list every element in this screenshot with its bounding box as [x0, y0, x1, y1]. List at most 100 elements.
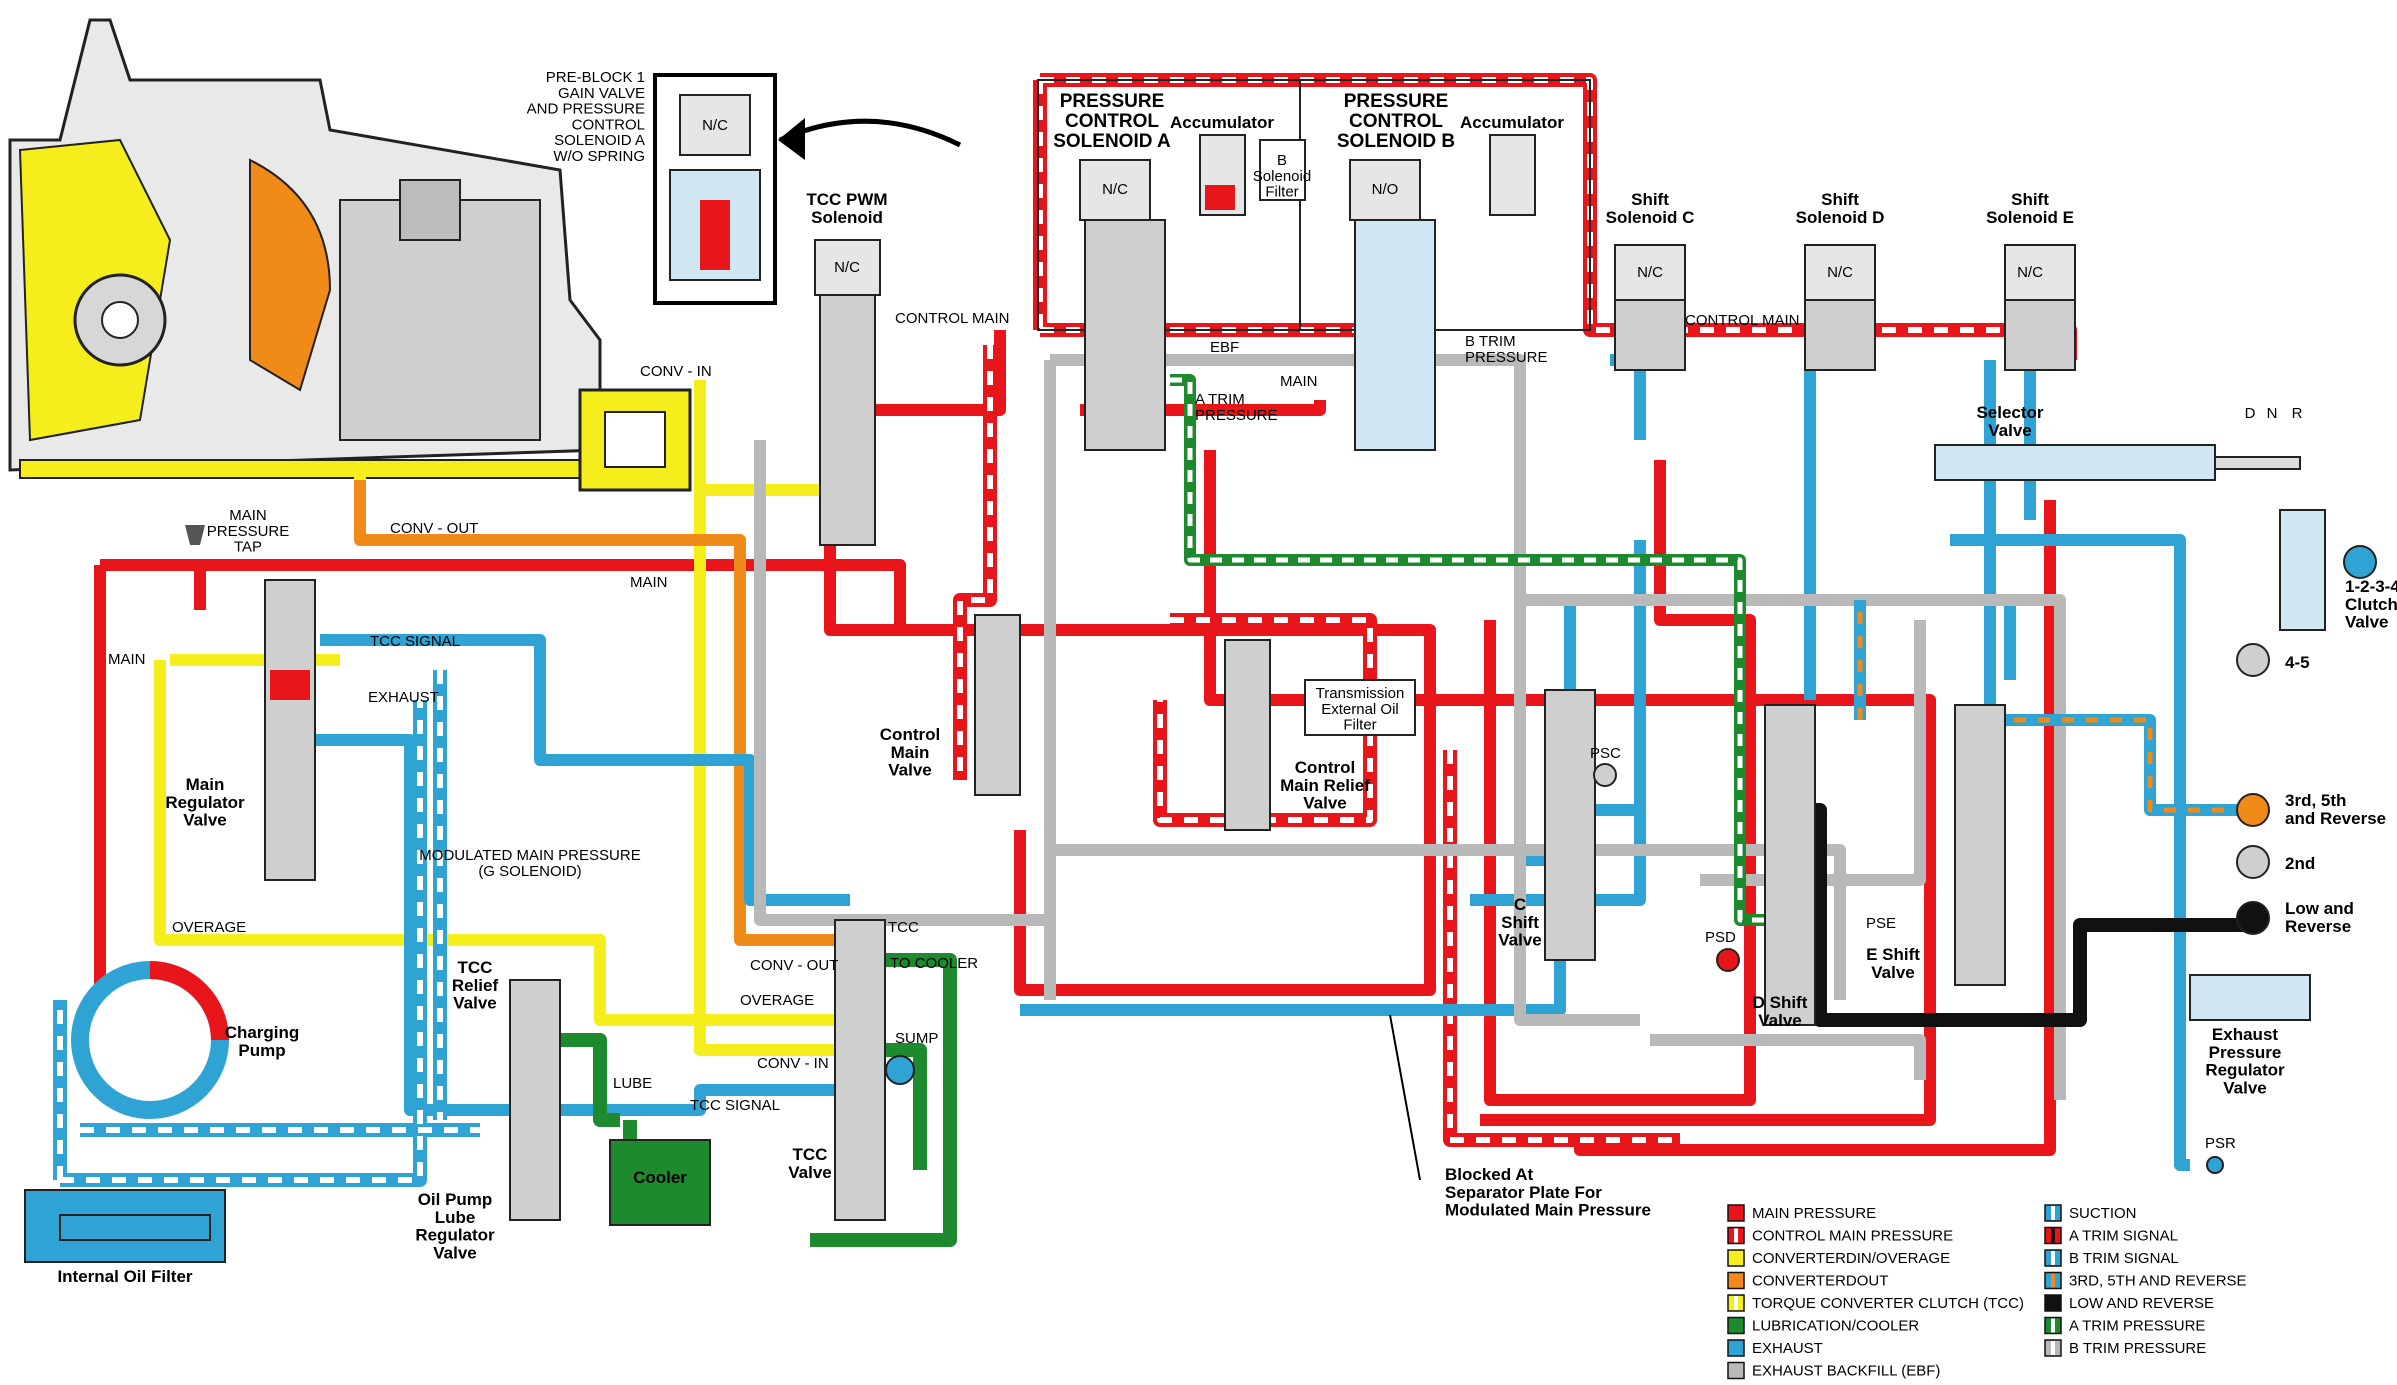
- ll-conv-out-2: CONV - OUT: [750, 957, 838, 974]
- out-2nd: 2nd: [2285, 854, 2315, 873]
- components: [24, 73, 2377, 1263]
- accumulator-b-label: Accumulator: [1460, 113, 1564, 132]
- legend-label: B TRIM SIGNAL: [2069, 1250, 2179, 1267]
- tag-pcs-a: N/C: [1102, 181, 1128, 198]
- ll-main-mid: MAIN: [630, 574, 668, 591]
- legend-swatch-stripe: [2051, 1251, 2055, 1265]
- ll-psd: PSD: [1705, 929, 1736, 946]
- dnr-labels: D N R: [2245, 405, 2303, 422]
- legend-label: B TRIM PRESSURE: [2069, 1340, 2206, 1357]
- legend-swatch-stripe: [2051, 1206, 2055, 1220]
- ll-overage-2: OVERAGE: [740, 992, 814, 1009]
- ll-tcc-tag: TCC: [888, 919, 919, 936]
- legend-label: CONVERTERDOUT: [1752, 1273, 1888, 1290]
- tag-tcc-pwm: N/C: [834, 259, 860, 276]
- ll-conv-in-top: CONV - IN: [640, 363, 712, 380]
- legend-label: CONVERTERDIN/OVERAGE: [1752, 1250, 1950, 1267]
- legend-swatch-stripe: [2051, 1228, 2055, 1243]
- dnr-r: R: [2292, 405, 2303, 422]
- ll-modulated: MODULATED MAIN PRESSURE(G SOLENOID): [419, 847, 640, 880]
- ll-control-main-2: CONTROL MAIN: [1685, 312, 1799, 329]
- out-45: 4-5: [2285, 653, 2310, 672]
- cooler-label: Cooler: [633, 1168, 687, 1187]
- ll-lube: LUBE: [613, 1075, 652, 1092]
- legend-label: SUCTION: [2069, 1205, 2137, 1222]
- ll-overage-1: OVERAGE: [172, 919, 246, 936]
- ll-ebf: EBF: [1210, 339, 1239, 356]
- legend-label: EXHAUST BACKFILL (EBF): [1752, 1363, 1940, 1380]
- ll-tcc-signal-2: TCC SIGNAL: [690, 1097, 780, 1114]
- ll-to-cooler: TO COOLER: [890, 955, 978, 972]
- legend-swatch: [1727, 1361, 1745, 1380]
- legend-label: CONTROL MAIN PRESSURE: [1752, 1228, 1953, 1245]
- tag-shift-c: N/C: [1637, 264, 1663, 281]
- legend: MAIN PRESSURE CONTROL MAIN PRESSURE CONVER…: [1727, 1204, 2247, 1380]
- ll-psr: PSR: [2205, 1135, 2236, 1152]
- legend-swatch-stripe: [2051, 1273, 2055, 1288]
- legend-swatch: [1727, 1271, 1745, 1290]
- tag-pcs-b: N/O: [1372, 181, 1399, 198]
- legend-swatch: [1727, 1249, 1745, 1267]
- internal-filter-label: Internal Oil Filter: [57, 1267, 192, 1286]
- ll-control-main-1: CONTROL MAIN: [895, 310, 1009, 327]
- dnr-n: N: [2267, 405, 2278, 422]
- legend-label: A TRIM PRESSURE: [2069, 1318, 2205, 1335]
- ll-pse: PSE: [1866, 915, 1896, 932]
- legend-swatch-stripe: [2051, 1318, 2055, 1333]
- ll-conv-in-2: CONV - IN: [757, 1055, 829, 1072]
- line-labels: CONTROL MAIN CONTROL MAIN EBF MAIN A TRI…: [108, 310, 2236, 1152]
- ll-main-top: MAIN: [1280, 373, 1318, 390]
- legend-label: TORQUE CONVERTER CLUTCH (TCC): [1752, 1295, 2024, 1312]
- tag-preblock: N/C: [702, 117, 728, 134]
- legend-swatch-stripe: [2051, 1341, 2055, 1355]
- legend-swatch: [1727, 1204, 1745, 1222]
- legend-label: MAIN PRESSURE: [1752, 1205, 1876, 1222]
- legend-swatch: [1727, 1316, 1745, 1335]
- legend-swatch: [2044, 1294, 2062, 1312]
- solenoid-tags: N/C N/C N/O N/C N/C N/C N/C: [702, 117, 2043, 281]
- accumulator-a-label: Accumulator: [1170, 113, 1274, 132]
- legend-label: 3RD, 5TH AND REVERSE: [2069, 1273, 2247, 1290]
- legend-label: EXHAUST: [1752, 1340, 1823, 1357]
- legend-swatch-stripe: [1734, 1228, 1738, 1243]
- ll-tcc-signal-1: TCC SIGNAL: [370, 633, 460, 650]
- ll-conv-out-top: CONV - OUT: [390, 520, 478, 537]
- legend-label: A TRIM SIGNAL: [2069, 1228, 2178, 1245]
- ll-main-left: MAIN: [108, 651, 146, 668]
- ll-exhaust: EXHAUST: [368, 689, 439, 706]
- ll-psc: PSC: [1590, 745, 1621, 762]
- legend-swatch-stripe: [1734, 1296, 1738, 1310]
- tag-shift-d: N/C: [1827, 264, 1853, 281]
- legend-label: LOW AND REVERSE: [2069, 1295, 2214, 1312]
- tag-shift-e: N/C: [2017, 264, 2043, 281]
